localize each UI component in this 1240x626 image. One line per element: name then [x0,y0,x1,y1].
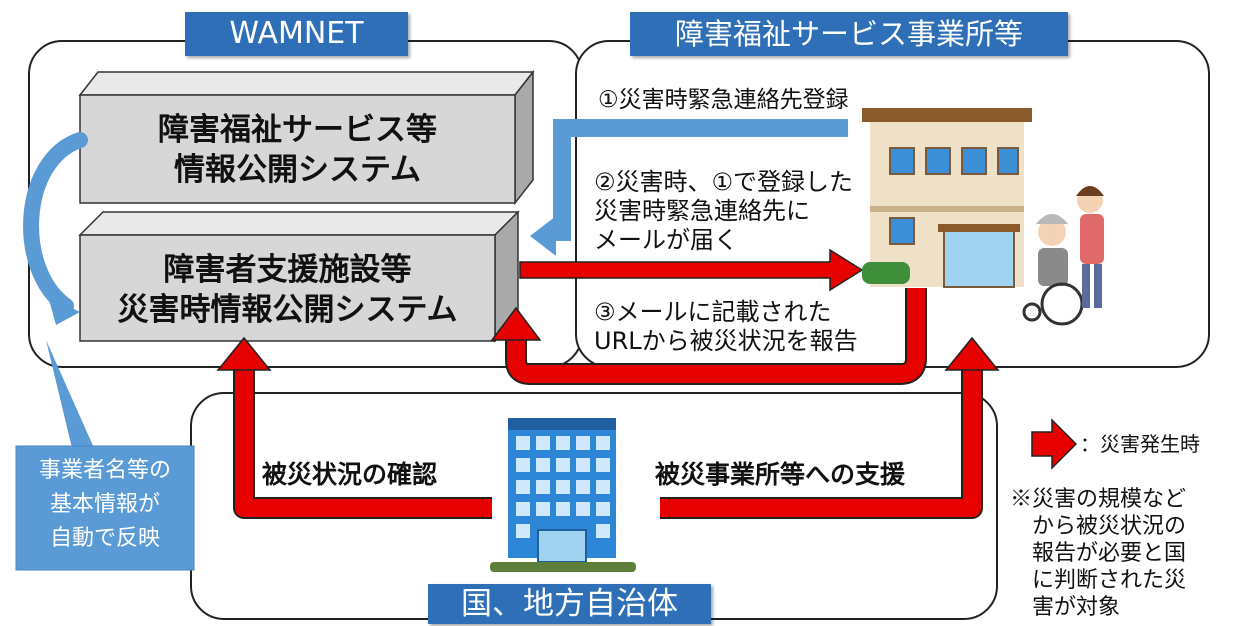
callout-line-2: 基本情報が [49,492,160,517]
legend-label: ：災害発生時 [1080,432,1200,456]
step-3-line-2: URLから被災状況を報告 [594,327,858,355]
step-1-label: ①災害時緊急連絡先登録 [598,87,849,113]
wamnet-header: WAMNET [185,12,408,56]
auto-reflect-callout: 事業者名等の 基本情報が 自動で反映 [16,454,194,556]
report-arrow [490,288,927,385]
step-2-line-1: ②災害時、①で登録した [594,168,854,196]
callout-line-1: 事業者名等の [38,458,171,483]
confirm-label: 被災状況の確認 [262,460,438,489]
condition-note: ※災害の規模など から被災状況の 報告が必要と国 に判断された災 害が対象 [1010,486,1186,621]
confirm-arrow [216,336,492,519]
care-facility-illustration [862,108,1104,326]
disaster-disclosure-line-2: 災害時情報公開システム [117,292,458,328]
disaster-disclosure-box [78,210,520,343]
note-line-5: 害が対象 [1032,595,1121,620]
info-disclosure-line-2: 情報公開システム [173,152,422,188]
callout-shape [15,340,195,571]
email-arrow [519,248,864,292]
step-2-label: ②災害時、①で登録した 災害時緊急連絡先に メールが届く [594,168,853,255]
note-line-4: に判断された災 [1032,568,1187,593]
callout-line-3: 自動で反映 [49,526,160,551]
step-3-line-1: ③メールに記載された [594,298,832,326]
registration-arrow [530,119,848,256]
info-disclosure-box [78,69,535,206]
legend-arrow-icon [1031,418,1078,470]
disaster-disclosure-line-1: 障害者支援施設等 [163,252,412,288]
auto-reflect-arrow [23,132,88,325]
step-3-label: ③メールに記載された URLから被災状況を報告 [594,298,858,356]
facilities-header: 障害福祉サービス事業所等 [630,12,1068,56]
office-building-illustration [490,418,636,572]
info-disclosure-line-1: 障害福祉サービス等 [158,112,437,148]
note-line-1: ※災害の規模など [1010,487,1187,512]
info-disclosure-label: 障害福祉サービス等 情報公開システム [80,110,515,190]
note-line-2: から被災状況の [1032,514,1187,539]
support-label: 被災事業所等への支援 [655,460,906,489]
government-header: 国、地方自治体 [428,584,711,624]
note-line-3: 報告が必要と国 [1032,541,1187,566]
step-2-line-2: 災害時緊急連絡先に [594,197,810,225]
disaster-disclosure-label: 障害者支援施設等 災害時情報公開システム [80,250,495,330]
support-arrow [660,336,1000,519]
step-2-line-3: メールが届く [594,226,738,254]
